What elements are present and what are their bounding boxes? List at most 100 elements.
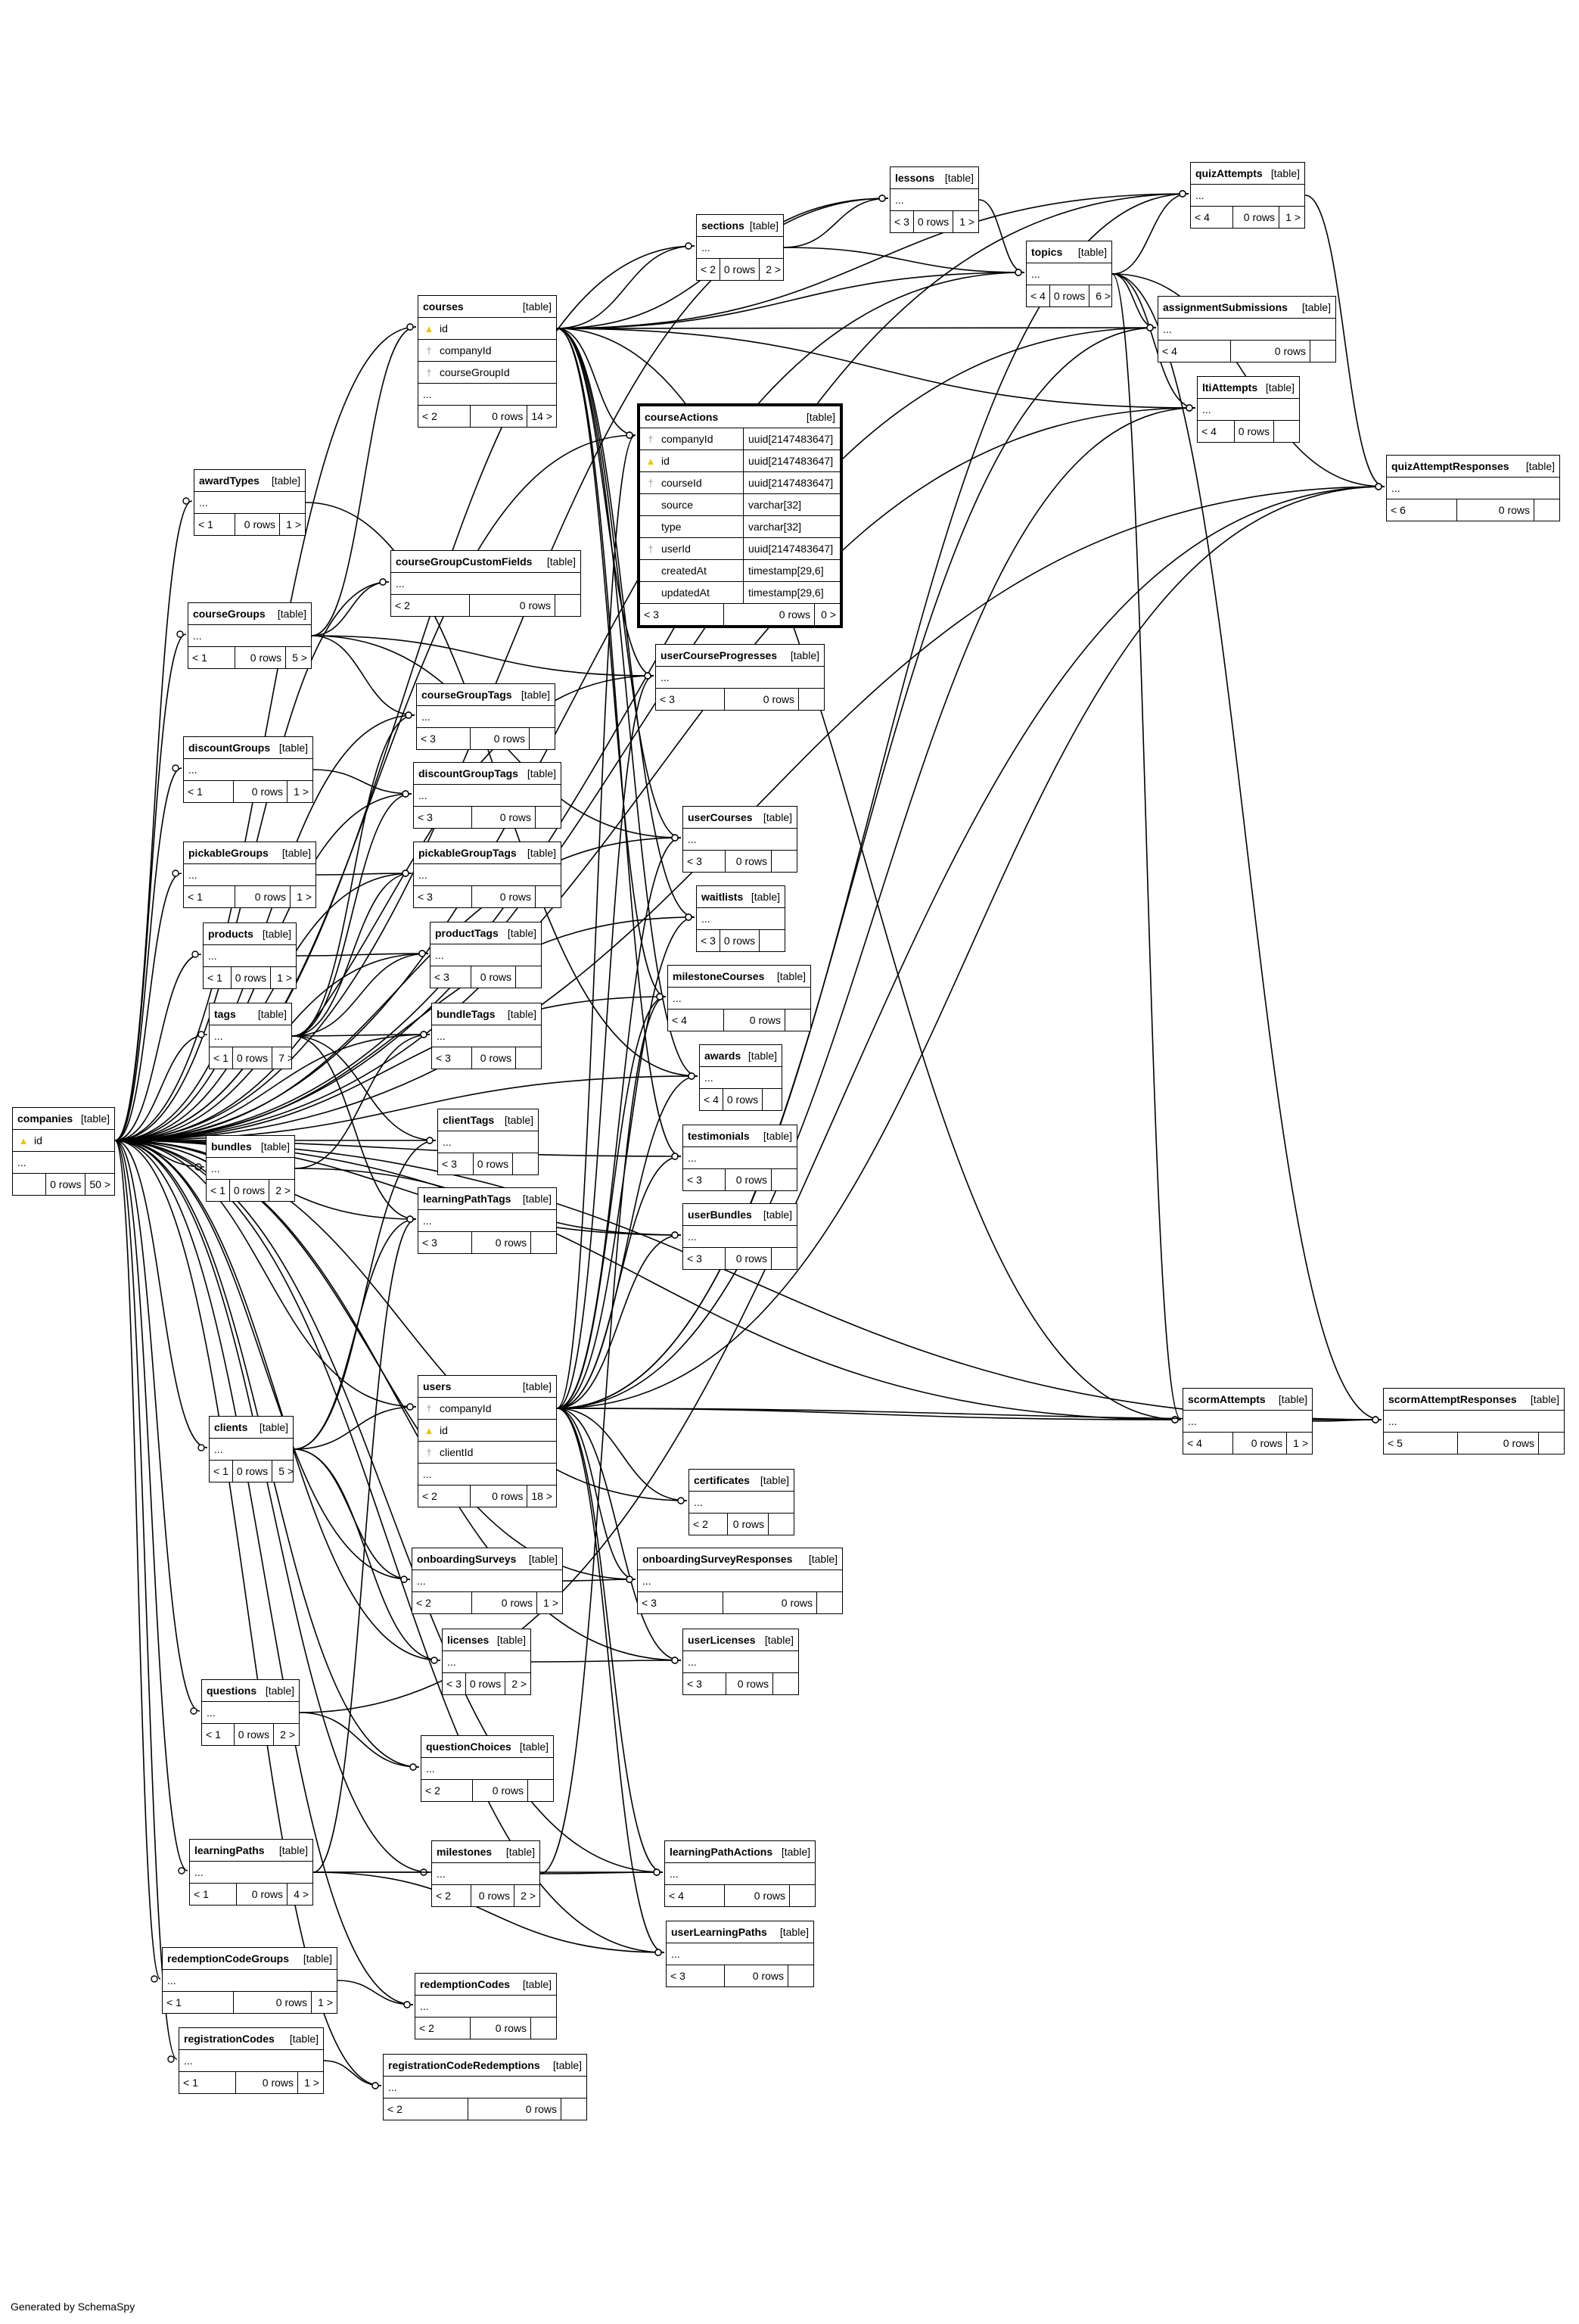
parent-count[interactable]: < 6 <box>1391 504 1406 516</box>
child-count[interactable] <box>816 1592 842 1613</box>
child-count[interactable]: 18 > <box>527 1486 556 1507</box>
child-count[interactable] <box>762 1089 788 1110</box>
parent-count[interactable]: < 2 <box>395 599 410 611</box>
child-count[interactable]: 7 > <box>272 1047 297 1069</box>
table-name[interactable]: redemptionCodes <box>420 1978 511 1990</box>
parent-count[interactable]: < 5 <box>1388 1437 1403 1449</box>
parent-count[interactable]: < 3 <box>687 1678 702 1690</box>
table-name[interactable]: bundles <box>211 1140 252 1153</box>
table-name[interactable]: quizAttempts <box>1195 167 1263 179</box>
table-name[interactable]: lessons <box>895 172 935 184</box>
child-count[interactable]: 5 > <box>285 647 311 668</box>
child-count[interactable] <box>768 1514 794 1535</box>
parent-count[interactable]: < 3 <box>642 1597 657 1609</box>
table-name[interactable]: companies <box>17 1112 73 1125</box>
child-count[interactable] <box>1273 421 1299 442</box>
parent-count[interactable]: < 4 <box>704 1094 719 1106</box>
table-name[interactable]: products <box>208 928 253 940</box>
table-name[interactable]: waitlists <box>701 891 744 903</box>
parent-count[interactable]: < 1 <box>210 1184 225 1196</box>
table-name[interactable]: scormAttemptResponses <box>1388 1393 1517 1405</box>
parent-count[interactable]: < 2 <box>693 1518 708 1530</box>
parent-count[interactable]: < 3 <box>894 216 909 228</box>
child-count[interactable]: 6 > <box>1089 285 1114 306</box>
child-count[interactable]: 2 > <box>273 1724 299 1745</box>
child-count[interactable] <box>771 1169 797 1190</box>
child-count[interactable]: 4 > <box>287 1884 312 1905</box>
child-count[interactable]: 1 > <box>297 2072 323 2093</box>
parent-count[interactable]: < 3 <box>442 1158 457 1170</box>
child-count[interactable]: 1 > <box>1279 207 1304 228</box>
parent-count[interactable]: < 4 <box>1162 345 1177 357</box>
table-name[interactable]: quizAttemptResponses <box>1391 460 1509 472</box>
parent-count[interactable]: < 1 <box>213 1052 228 1064</box>
parent-count[interactable]: < 1 <box>213 1465 228 1477</box>
child-count[interactable] <box>527 1780 553 1801</box>
parent-count[interactable]: < 1 <box>188 891 203 903</box>
child-count[interactable]: 2 > <box>514 1885 539 1906</box>
table-name[interactable]: learningPathActions <box>670 1846 773 1858</box>
parent-count[interactable]: < 2 <box>416 1597 431 1609</box>
parent-count[interactable]: < 1 <box>207 972 222 984</box>
parent-count[interactable]: < 3 <box>434 971 449 983</box>
child-count[interactable] <box>1310 341 1335 362</box>
child-count[interactable] <box>530 2018 556 2039</box>
child-count[interactable]: 5 > <box>272 1461 297 1482</box>
parent-count[interactable]: < 1 <box>166 1996 182 2008</box>
table-name[interactable]: sections <box>701 219 744 232</box>
table-name[interactable]: milestones <box>437 1846 493 1858</box>
table-name[interactable]: ltiAttempts <box>1202 381 1258 394</box>
table-name[interactable]: userCourses <box>688 811 753 823</box>
parent-count[interactable] <box>13 1174 45 1195</box>
parent-count[interactable]: < 2 <box>425 1784 440 1797</box>
child-count[interactable] <box>798 689 824 710</box>
table-name[interactable]: discountGroups <box>188 742 271 754</box>
child-count[interactable] <box>535 807 561 828</box>
table-name[interactable]: discountGroupTags <box>418 767 518 779</box>
table-name[interactable]: registrationCodes <box>184 2033 275 2045</box>
child-count[interactable] <box>788 1965 813 1986</box>
table-registrationCodeRedemptions[interactable]: registrationCodeRedemptions[table]...< 2… <box>383 2054 587 2120</box>
table-name[interactable]: userLicenses <box>688 1634 756 1646</box>
child-count[interactable]: 1 > <box>270 967 296 988</box>
child-count[interactable] <box>771 851 797 872</box>
child-count[interactable]: 1 > <box>279 514 305 535</box>
table-name[interactable]: userCourseProgresses <box>661 649 778 661</box>
parent-count[interactable]: < 2 <box>701 263 716 275</box>
table-name[interactable]: awards <box>704 1050 741 1062</box>
child-count[interactable]: 1 > <box>536 1592 562 1613</box>
table-name[interactable]: courses <box>423 300 464 313</box>
child-count[interactable] <box>512 1153 538 1174</box>
parent-count[interactable]: < 3 <box>644 608 659 621</box>
table-name[interactable]: certificates <box>694 1474 750 1486</box>
parent-count[interactable]: < 3 <box>418 891 433 903</box>
child-count[interactable]: 1 > <box>290 886 315 907</box>
parent-count[interactable]: < 3 <box>687 855 702 867</box>
parent-count[interactable]: < 3 <box>660 693 675 705</box>
parent-count[interactable]: < 1 <box>194 1888 209 1900</box>
table-name[interactable]: redemptionCodeGroups <box>167 1952 290 1965</box>
child-count[interactable]: 2 > <box>269 1180 294 1201</box>
child-count[interactable] <box>515 966 541 988</box>
